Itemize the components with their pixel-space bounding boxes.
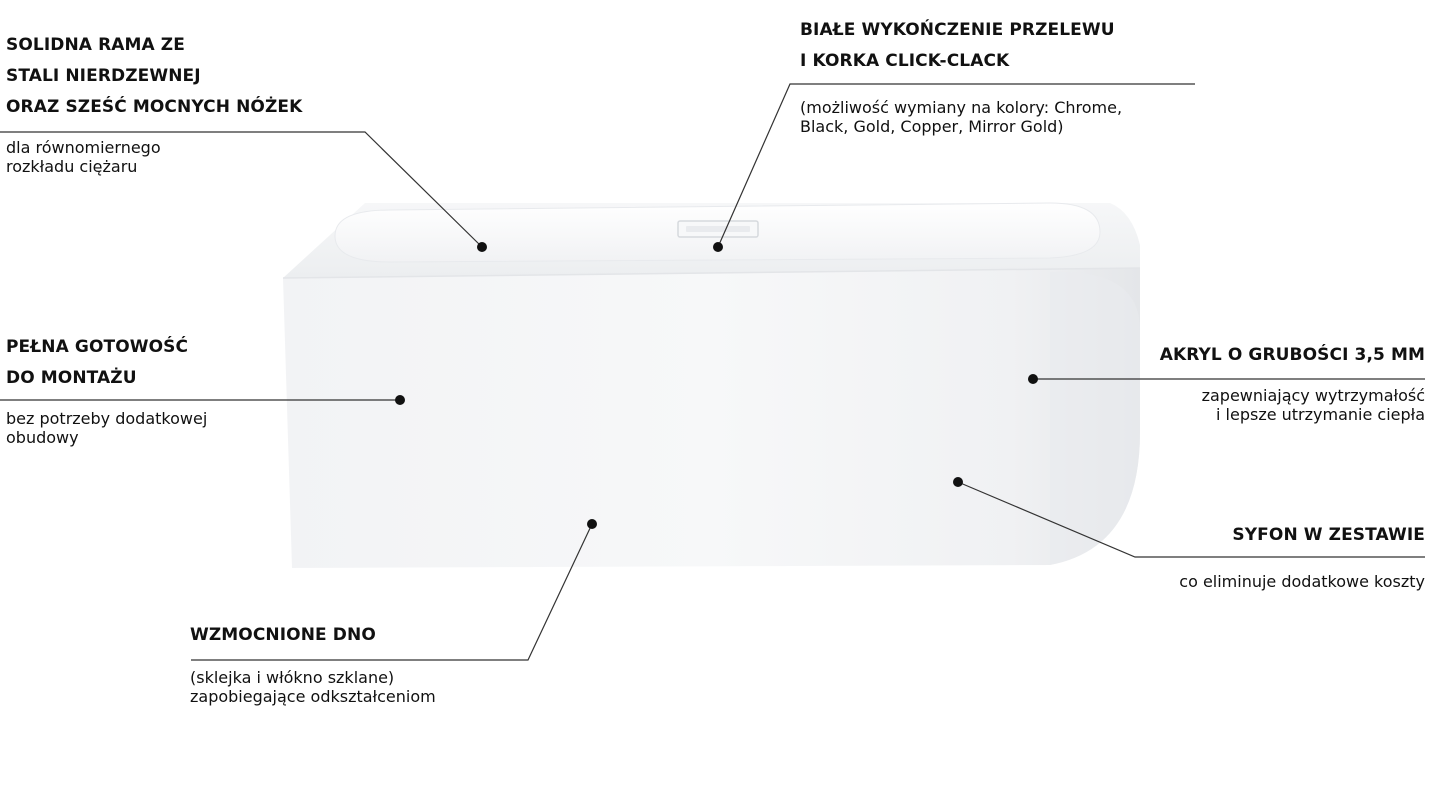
callout-siphon-title: SYFON W ZESTAWIE (1232, 525, 1425, 545)
callout-frame-title-3: ORAZ SZEŚĆ MOCNYCH NÓŻEK (6, 97, 303, 117)
anchor-ready (395, 395, 405, 405)
callout-overflow-title-2: I KORKA CLICK-CLACK (800, 51, 1010, 71)
callout-bottom: WZMOCNIONE DNO (sklejka i włókno szklane… (190, 620, 436, 706)
callout-ready-title-1: PEŁNA GOTOWOŚĆ (6, 337, 189, 357)
callout-bottom-description: (sklejka i włókno szklane) zapobiegające… (190, 668, 436, 706)
callout-frame: SOLIDNA RAMA ZE STALI NIERDZEWNEJ ORAZ S… (6, 30, 302, 176)
leader-bottom (191, 523, 593, 661)
callout-frame-description: dla równomiernego rozkładu ciężaru (6, 138, 161, 176)
callout-siphon-description: co eliminuje dodatkowe koszty (1179, 572, 1425, 591)
callout-frame-title-2: STALI NIERDZEWNEJ (6, 66, 201, 86)
callout-acrylic: AKRYL O GRUBOŚCI 3,5 MM zapewniający wyt… (1160, 340, 1425, 424)
leader-siphon (957, 481, 1425, 558)
callout-ready-description: bez potrzeby dodatkowej obudowy (6, 409, 208, 447)
anchor-bottom (587, 519, 597, 529)
callout-ready: PEŁNA GOTOWOŚĆ DO MONTAŻU bez potrzeby d… (6, 332, 207, 447)
anchor-frame (477, 242, 487, 252)
tub-front-panel (283, 268, 1140, 568)
callout-overflow: BIAŁE WYKOŃCZENIE PRZELEWU I KORKA CLICK… (800, 15, 1122, 136)
callout-acrylic-description: zapewniający wytrzymałość i lepsze utrzy… (1201, 386, 1425, 424)
callout-overflow-title-1: BIAŁE WYKOŃCZENIE PRZELEWU (800, 20, 1115, 40)
leader-frame (0, 131, 483, 248)
callout-bottom-title: WZMOCNIONE DNO (190, 625, 376, 645)
callout-frame-title-1: SOLIDNA RAMA ZE (6, 35, 185, 55)
callout-ready-title-2: DO MONTAŻU (6, 368, 137, 388)
anchor-siphon (953, 477, 963, 487)
leader-overflow (717, 83, 1195, 248)
callout-acrylic-title: AKRYL O GRUBOŚCI 3,5 MM (1159, 345, 1425, 365)
anchor-acrylic (1028, 374, 1038, 384)
callout-overflow-description: (możliwość wymiany na kolory: Chrome, Bl… (800, 98, 1123, 136)
callout-siphon: SYFON W ZESTAWIE co eliminuje dodatkowe … (1179, 520, 1425, 591)
anchor-overflow (713, 242, 723, 252)
